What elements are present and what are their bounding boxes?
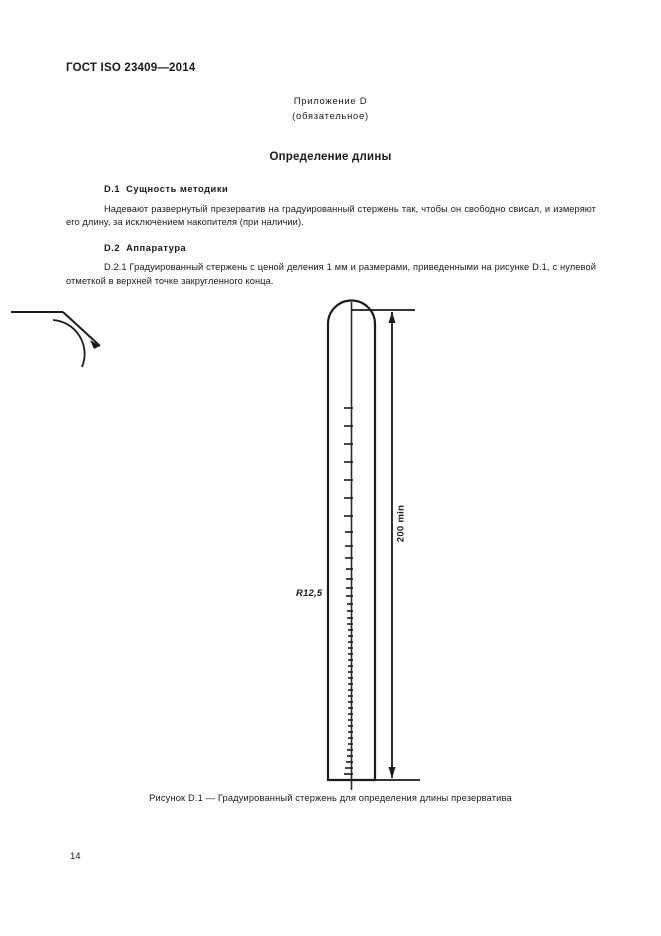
appendix-heading-block: Приложение D (обязательное) — [0, 94, 661, 124]
body-text: D.1 Сущность методики Надевают развернуты… — [66, 183, 596, 289]
appendix-title: Приложение D — [293, 96, 368, 107]
graduation-ticks — [344, 407, 353, 775]
subsection-heading-d2: D.2 Аппаратура — [66, 242, 596, 256]
section-title: Определение длины — [269, 151, 392, 163]
paragraph-d2-1: D.2.1 Градуированный стержень с ценой де… — [66, 261, 596, 288]
paragraph-d1-1-text: Надевают развернутый презерватив на град… — [66, 203, 596, 228]
subsection-title-d2: Аппаратура — [126, 242, 187, 253]
length-dimension-label: 200 min — [395, 504, 407, 543]
figure-d1-drawing: R12,5 200 min — [0, 290, 661, 790]
figure-caption: Рисунок D.1 — Градуированный стержень дл… — [149, 793, 512, 803]
subsection-heading-d1: D.1 Сущность методики — [66, 183, 596, 197]
rod-rounded-end — [326, 299, 377, 325]
paragraph-d2-1-text: D.2.1 Градуированный стержень с ценой де… — [66, 262, 596, 286]
subsection-title-d1: Сущность методики — [126, 184, 229, 194]
page-number: 14 — [70, 851, 81, 862]
radius-leader-arrowhead — [90, 340, 100, 349]
radius-dimension-label: R12,5 — [296, 588, 323, 599]
dimension-arrowhead-top — [388, 312, 396, 323]
radius-construction-arc — [52, 319, 86, 368]
paragraph-d1-1: Надевают развернутый презерватив на град… — [66, 203, 596, 230]
subsection-number-d2: D.2 — [104, 242, 121, 253]
subsection-number-d1: D.1 — [104, 184, 121, 194]
appendix-subtitle: (обязательное) — [292, 111, 369, 122]
dimension-arrowhead-bottom — [388, 767, 396, 778]
radius-leader-line — [62, 311, 101, 347]
graduated-rod-diagram — [11, 299, 420, 790]
standard-header: ГОСТ ISO 23409—2014 — [66, 62, 196, 74]
